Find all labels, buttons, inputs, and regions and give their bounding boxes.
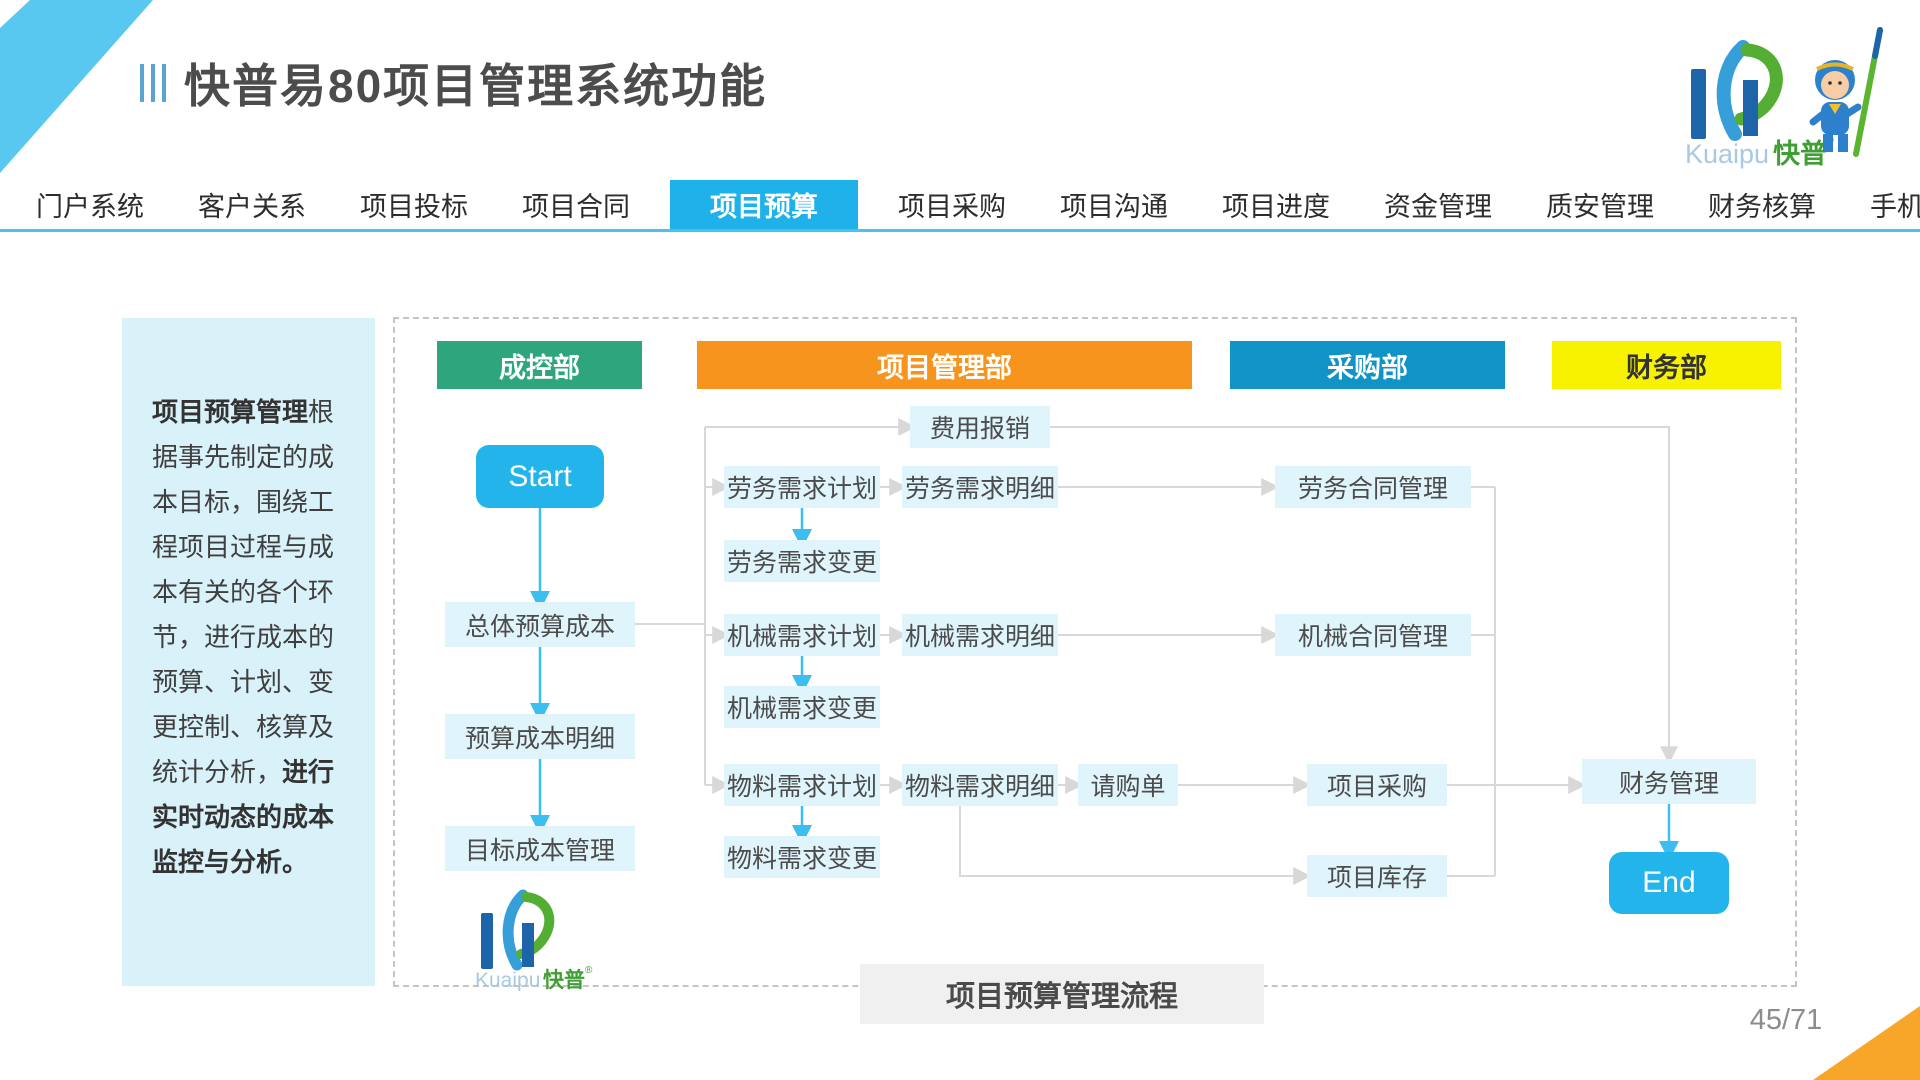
node-purchase-request: 请购单 <box>1078 764 1178 806</box>
node-machine-contract: 机械合同管理 <box>1275 614 1471 656</box>
module-tab-bar: 门户系统 客户关系 项目投标 项目合同 项目预算 项目采购 项目沟通 项目进度 … <box>0 180 1920 232</box>
description-lead: 项目预算管理 <box>152 397 309 427</box>
node-start: Start <box>476 445 604 508</box>
node-overall-budget: 总体预算成本 <box>445 602 635 647</box>
corner-stripe-decoration <box>0 0 153 173</box>
node-finance-mgmt: 财务管理 <box>1582 759 1756 804</box>
description-panel: 项目预算管理根据事先制定的成本目标，围绕工程项目过程与成本有关的各个环节，进行成… <box>122 318 375 986</box>
kuaipu-kp-mark-icon <box>481 889 555 971</box>
lane-header-project-mgmt: 项目管理部 <box>697 341 1192 389</box>
node-machine-plan: 机械需求计划 <box>724 614 880 656</box>
node-material-change: 物料需求变更 <box>724 836 880 878</box>
title-accent-icon <box>140 64 166 102</box>
tab-contract[interactable]: 项目合同 <box>522 192 630 222</box>
node-project-purchase: 项目采购 <box>1307 764 1447 806</box>
tab-procurement[interactable]: 项目采购 <box>898 192 1006 222</box>
node-target-cost: 目标成本管理 <box>445 826 635 871</box>
node-labor-plan: 劳务需求计划 <box>724 466 880 508</box>
description-body: 根据事先制定的成本目标，围绕工程项目过程与成本有关的各个环节，进行成本的预算、计… <box>152 397 335 787</box>
mascot-monkey-icon <box>1809 27 1883 157</box>
node-expense-claim: 费用报销 <box>910 406 1050 448</box>
tab-finance[interactable]: 财务核算 <box>1708 192 1816 222</box>
flow-connectors <box>530 418 1679 885</box>
tab-bidding[interactable]: 项目投标 <box>360 192 468 222</box>
brand-cn: 快普 <box>1773 138 1827 169</box>
tab-budget[interactable]: 项目预算 <box>670 180 858 229</box>
node-project-inventory: 项目库存 <box>1307 855 1447 897</box>
lane-header-procurement: 采购部 <box>1230 341 1505 389</box>
tab-crm[interactable]: 客户关系 <box>198 192 306 222</box>
tab-quality[interactable]: 质安管理 <box>1546 192 1654 222</box>
description-tail: 进行实时动态的成本监控与分析。 <box>152 757 335 877</box>
node-material-detail: 物料需求明细 <box>902 764 1058 806</box>
page-title: 快普易80项目管理系统功能 <box>184 60 768 112</box>
brand-logo: Kuaipu 快普 ® <box>1685 27 1883 169</box>
node-labor-change: 劳务需求变更 <box>724 540 880 582</box>
node-labor-contract: 劳务合同管理 <box>1275 466 1471 508</box>
node-machine-detail: 机械需求明细 <box>902 614 1058 656</box>
tab-mobile-app[interactable]: 手机APP <box>1870 192 1920 222</box>
node-labor-detail: 劳务需求明细 <box>902 466 1058 508</box>
lane-header-cost-control: 成控部 <box>437 341 642 389</box>
header: 快普易80项目管理系统功能 <box>140 50 767 116</box>
flowchart-panel: 成控部 项目管理部 采购部 财务部 Start 总体预算成本 预算成本明细 目标… <box>393 317 1797 1024</box>
watermark-cn: 快普 <box>543 968 585 991</box>
kuaipu-kp-mark-icon <box>1691 40 1783 141</box>
node-machine-change: 机械需求变更 <box>724 686 880 728</box>
tab-portal[interactable]: 门户系统 <box>36 192 144 222</box>
tab-funds[interactable]: 资金管理 <box>1384 192 1492 222</box>
node-material-plan: 物料需求计划 <box>724 764 880 806</box>
page-indicator: 45/71 <box>1749 1004 1823 1036</box>
node-budget-detail: 预算成本明细 <box>445 714 635 759</box>
flowchart-caption: 项目预算管理流程 <box>860 964 1264 1024</box>
tab-communication[interactable]: 项目沟通 <box>1060 192 1168 222</box>
node-end: End <box>1609 852 1729 914</box>
watermark-logo: Kuaipu 快普 ® <box>475 889 593 991</box>
lane-header-finance: 财务部 <box>1552 341 1781 389</box>
watermark-reg: ® <box>585 965 593 976</box>
tab-progress[interactable]: 项目进度 <box>1222 192 1330 222</box>
watermark-latin: Kuaipu <box>475 969 540 991</box>
brand-latin: Kuaipu <box>1685 139 1769 169</box>
